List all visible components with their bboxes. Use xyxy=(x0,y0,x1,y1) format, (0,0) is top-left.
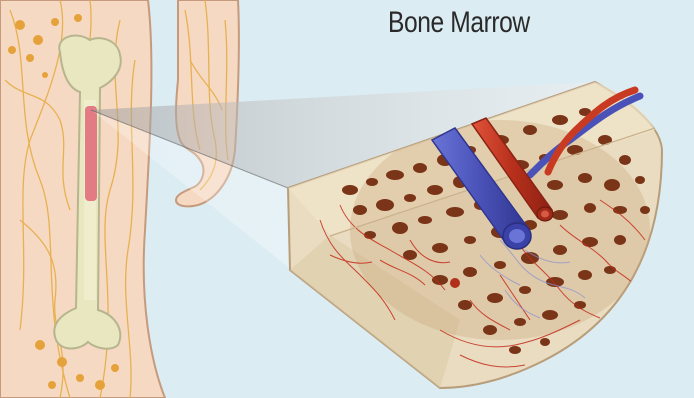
marrow-highlight xyxy=(85,106,97,201)
diagram-title: Bone Marrow xyxy=(388,6,552,40)
